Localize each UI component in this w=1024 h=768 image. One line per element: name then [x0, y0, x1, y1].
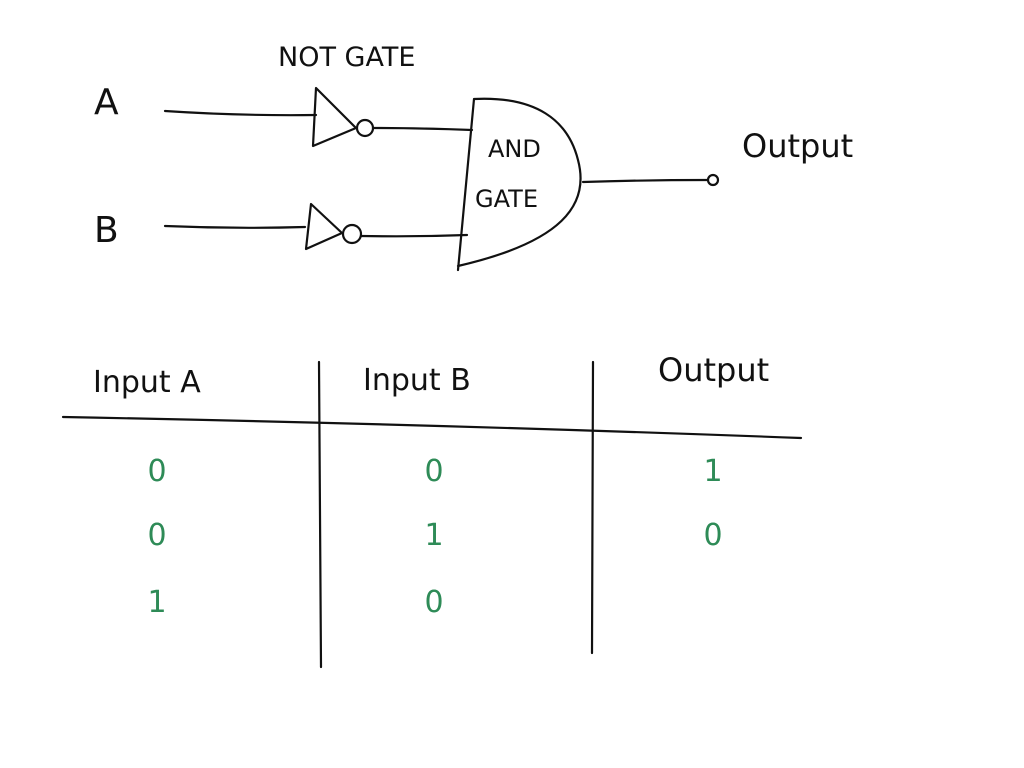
- cell-output-row-1: 1: [703, 454, 722, 489]
- not-gate-b-bubble: [341, 223, 363, 245]
- circuit: NOT GATE A B AND GATE Output: [94, 42, 853, 272]
- table-divider-1: [317, 360, 323, 669]
- cell-input-b-row-3: 0: [424, 585, 443, 620]
- and-gate: [456, 97, 582, 272]
- header-output: Output: [658, 351, 769, 389]
- not-gate-a-bubble: [355, 118, 375, 138]
- header-input-a: Input A: [93, 365, 201, 400]
- cell-input-b-row-2: 1: [424, 518, 443, 553]
- not-gate-a: [311, 86, 358, 148]
- table-divider-2: [590, 360, 595, 655]
- output-label: Output: [742, 127, 853, 165]
- not-gate-b: [304, 202, 344, 251]
- not-b-to-and-wire: [359, 233, 469, 238]
- header-input-b: Input B: [363, 363, 471, 398]
- cell-output-row-2: 0: [703, 518, 722, 553]
- output-wire: [581, 178, 710, 184]
- input-b-label: B: [94, 210, 119, 251]
- and-gate-label-line1: AND: [488, 135, 541, 163]
- table-values: 0 0 1 0 1 0 1 0: [147, 454, 722, 620]
- input-a-label: A: [94, 82, 119, 123]
- table-header-rule: [61, 415, 803, 440]
- and-gate-label-line2: GATE: [475, 185, 538, 213]
- cell-input-a-row-2: 0: [147, 518, 166, 553]
- not-gate-label: NOT GATE: [278, 42, 415, 73]
- cell-input-a-row-1: 0: [147, 454, 166, 489]
- input-a-wire: [163, 109, 318, 117]
- cell-input-a-row-3: 1: [147, 585, 166, 620]
- not-a-to-and-wire: [371, 126, 474, 132]
- cell-input-b-row-1: 0: [424, 454, 443, 489]
- output-terminal: [706, 173, 720, 187]
- input-b-wire: [163, 224, 307, 229]
- truth-table: Input A Input B Output 0 0 1 0 1 0 1 0: [61, 351, 803, 669]
